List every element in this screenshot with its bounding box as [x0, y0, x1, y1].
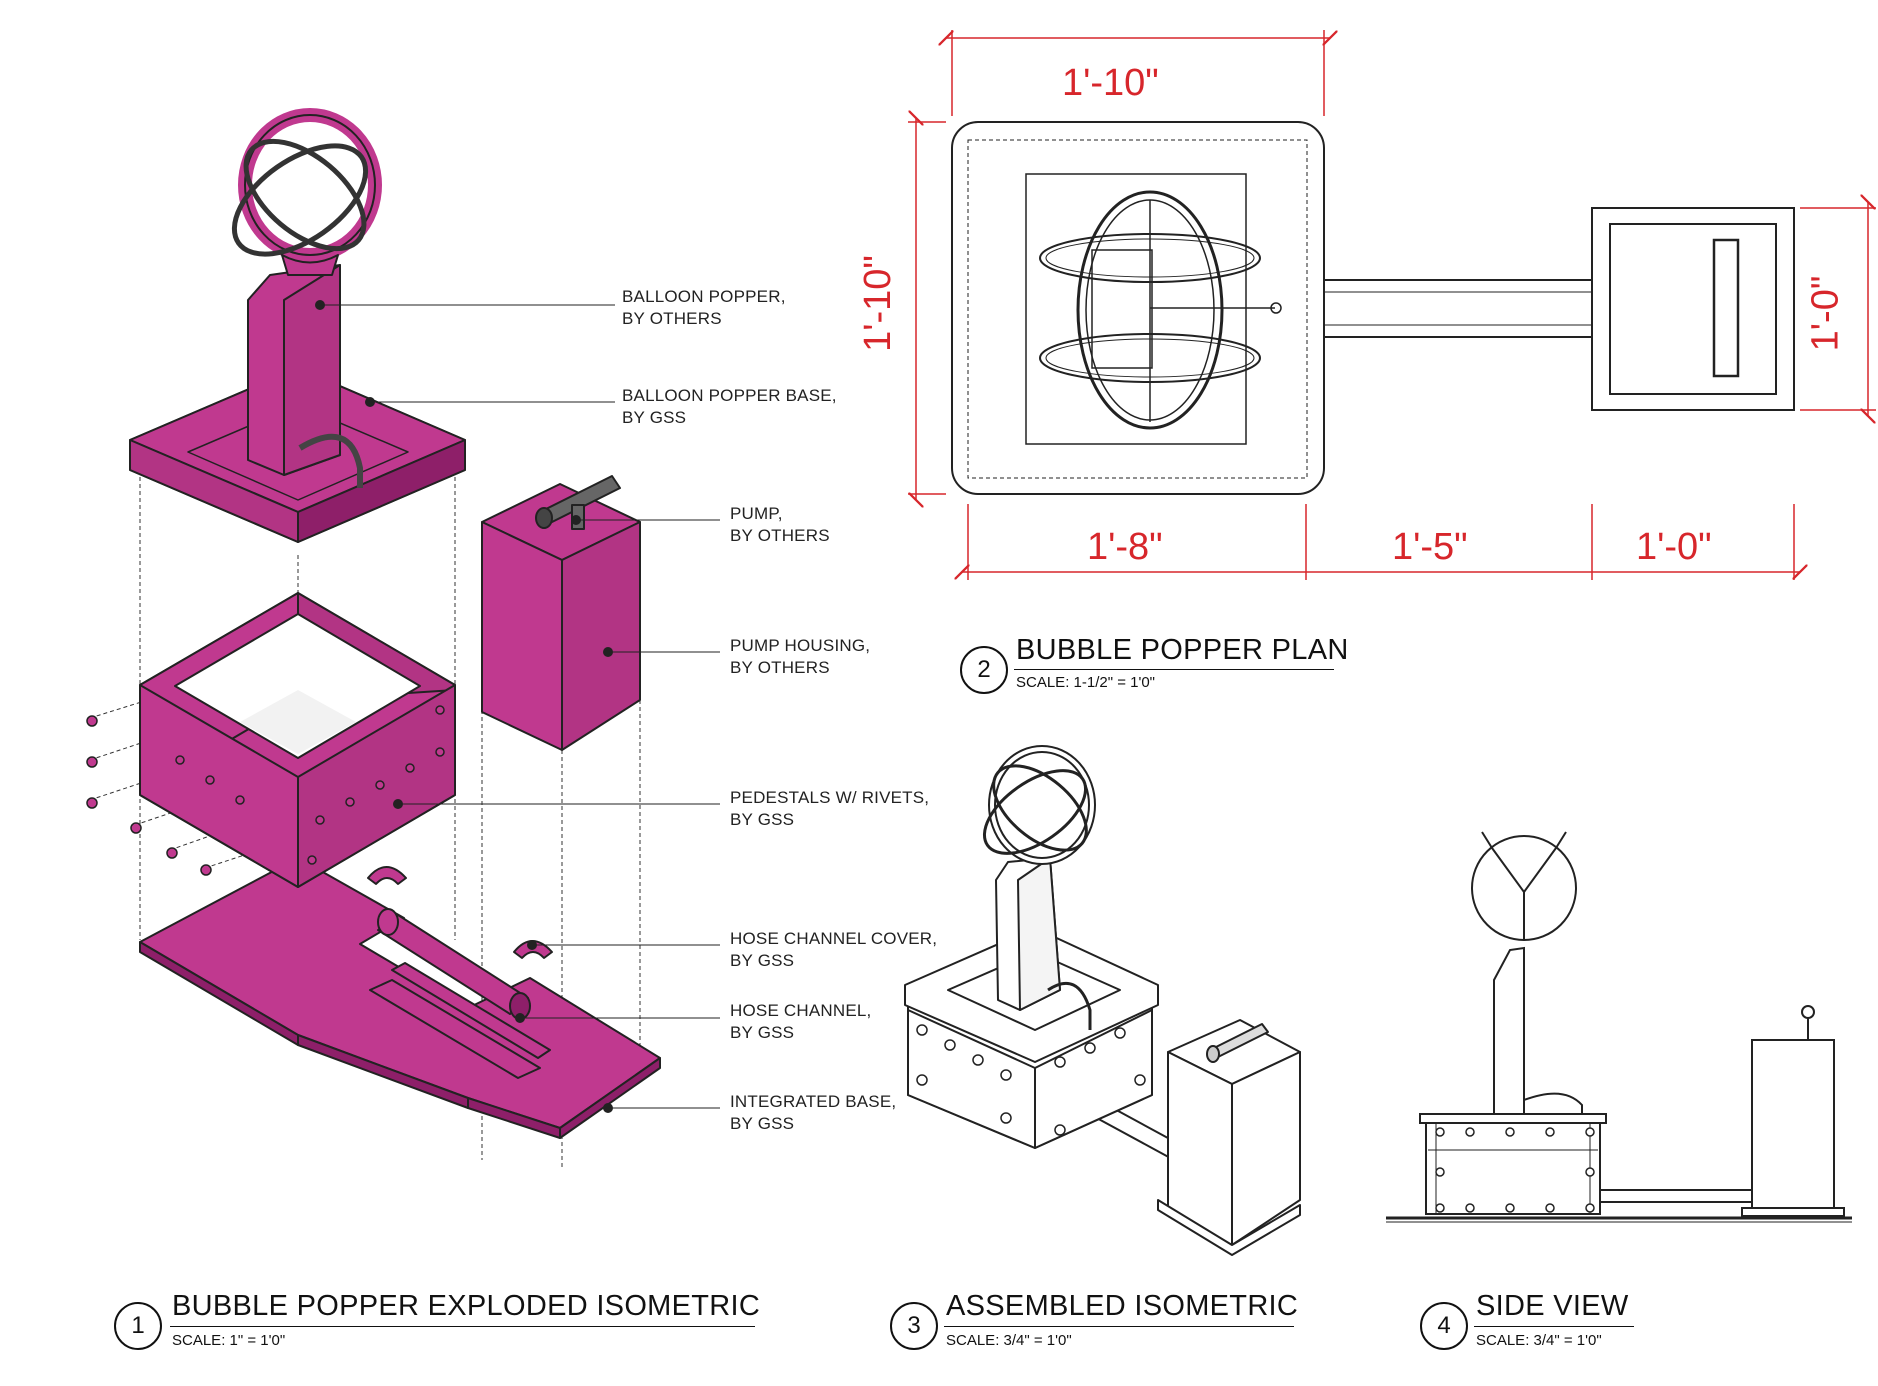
callout-hose-channel: HOSE CHANNEL, BY GSS	[730, 1001, 872, 1042]
dimension-bottom-a: 1'-8"	[1087, 526, 1163, 568]
side-rivets	[1435, 1127, 1595, 1213]
channel-cover-piece-1	[367, 866, 407, 885]
callout-hose-channel-cover: HOSE CHANNEL COVER, BY GSS	[730, 929, 938, 970]
exploded-isometric-view	[86, 108, 720, 1170]
view-number-2: 2	[960, 646, 1008, 694]
plan-pump-box	[1591, 207, 1795, 411]
callout-pump-housing: PUMP HOUSING, BY OTHERS	[730, 636, 871, 677]
view-scale-2: SCALE: 1-1/2" = 1'0"	[1016, 674, 1156, 691]
view-scale-4: SCALE: 3/4" = 1'0"	[1476, 1332, 1602, 1349]
leader-dots	[315, 300, 613, 1113]
dimension-top-width: 1'-10"	[1062, 62, 1159, 104]
hose-channel	[369, 962, 551, 1079]
assembled-rivets	[916, 1024, 1146, 1136]
plan-popper-base	[1025, 173, 1247, 445]
view-title-3-rule	[944, 1326, 1294, 1327]
plan-main-box	[951, 121, 1325, 495]
rivets	[86, 705, 445, 876]
dimension-right-height: 1'-0"	[1804, 275, 1847, 352]
side-view	[1386, 831, 1852, 1223]
plan-view	[951, 121, 1795, 495]
pump-housing	[481, 483, 641, 751]
balloon-popper-rings	[231, 108, 382, 276]
callout-integrated-base: INTEGRATED BASE, BY GSS	[730, 1092, 897, 1133]
view-title-2-rule	[1014, 669, 1334, 670]
assembled-isometric-view	[904, 745, 1301, 1256]
plan-dimension-lines	[908, 30, 1876, 580]
pedestals-box	[139, 592, 456, 888]
view-scale-3: SCALE: 3/4" = 1'0"	[946, 1332, 1072, 1349]
view-number-3: 3	[890, 1302, 938, 1350]
dimension-left-height: 1'-10"	[856, 255, 899, 352]
view-title-1-rule	[170, 1326, 755, 1327]
view-title-3-text: ASSEMBLED ISOMETRIC	[946, 1290, 1299, 1322]
view-number-1: 1	[114, 1302, 162, 1350]
view-number-4: 4	[1420, 1302, 1468, 1350]
callout-balloon-popper-base: BALLOON POPPER BASE, BY GSS	[622, 386, 837, 427]
callout-pedestals: PEDESTALS W/ RIVETS, BY GSS	[730, 788, 930, 829]
view-title-4-rule	[1474, 1326, 1634, 1327]
dimension-bottom-c: 1'-0"	[1636, 526, 1712, 568]
balloon-popper-post	[247, 264, 363, 488]
hose-channel-cover-pipe	[377, 908, 531, 1020]
side-box	[1425, 1121, 1601, 1215]
callout-balloon-popper: BALLOON POPPER, BY OTHERS	[622, 287, 786, 328]
view-scale-1: SCALE: 1" = 1'0"	[172, 1332, 286, 1349]
callout-pump: PUMP, BY OTHERS	[730, 504, 830, 545]
view-title-1-text: BUBBLE POPPER EXPLODED ISOMETRIC	[172, 1290, 761, 1322]
view-title-4-text: SIDE VIEW	[1476, 1290, 1629, 1322]
dimension-bottom-b: 1'-5"	[1392, 526, 1468, 568]
leader-lines	[322, 304, 720, 1109]
view-title-2-text: BUBBLE POPPER PLAN	[1016, 634, 1349, 666]
